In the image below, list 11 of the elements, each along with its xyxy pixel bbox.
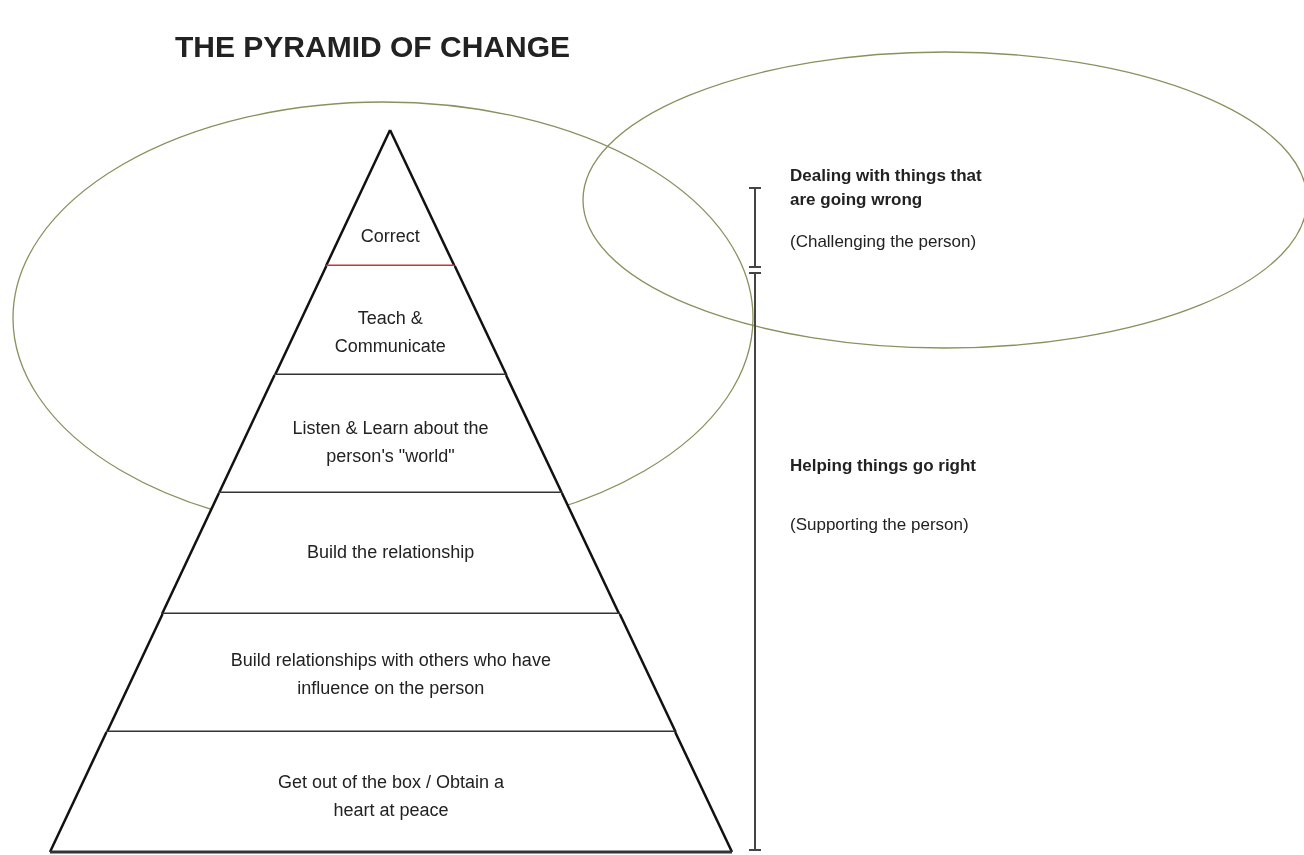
level-label: Correct	[360, 225, 420, 248]
section-heading: Dealing with things that are going wrong	[790, 165, 983, 211]
level-label: Get out of the box / Obtain a heart at peace	[276, 771, 506, 822]
level-label: Teach & Communicate	[333, 307, 447, 358]
level-label: Listen & Learn about the person's "world"	[291, 417, 490, 468]
section-note: (Challenging the person)	[790, 231, 978, 253]
title: THE PYRAMID OF CHANGE	[175, 30, 570, 64]
level-label: Build relationships with others who have influence on the person	[229, 649, 552, 700]
level-label: Build the relationship	[307, 541, 475, 564]
section-note: (Supporting the person)	[790, 514, 970, 536]
section-heading: Helping things go right	[790, 455, 978, 477]
